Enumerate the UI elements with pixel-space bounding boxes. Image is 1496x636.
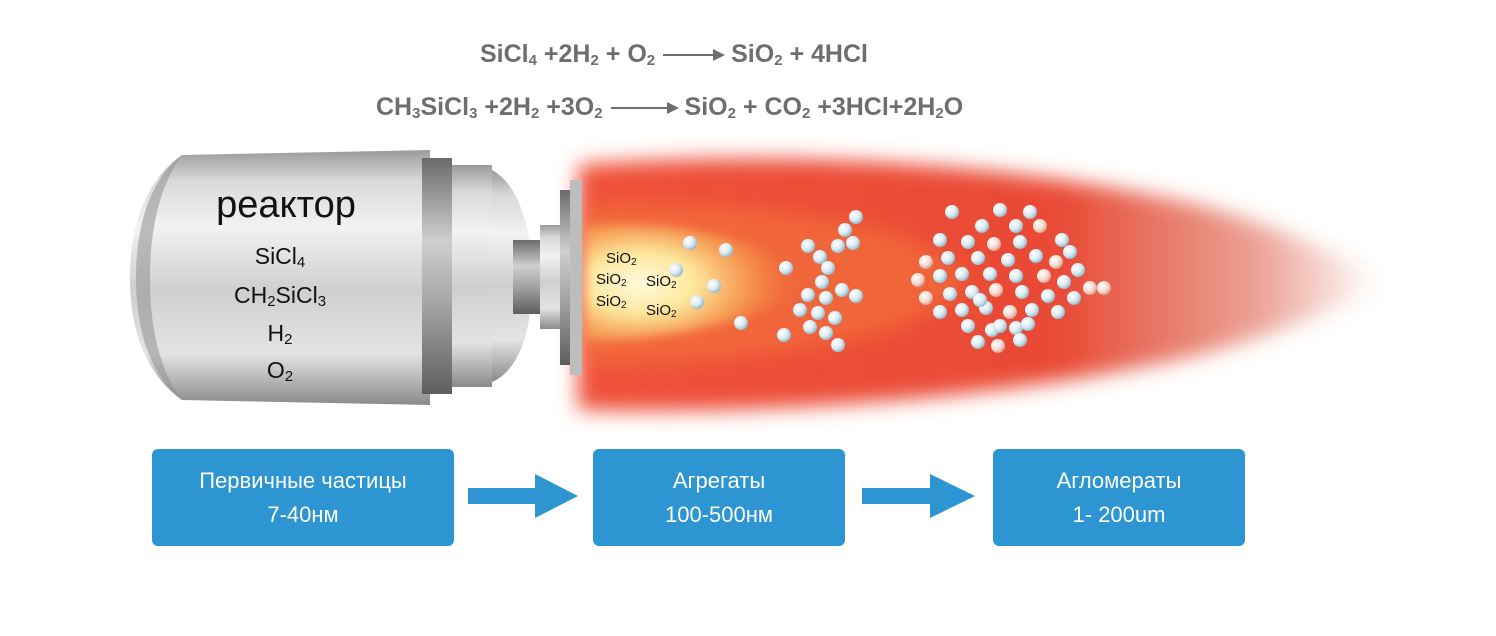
agglomerate-particle bbox=[919, 255, 933, 269]
reactor-chemical-sicl4: SiCl4 bbox=[254, 243, 306, 271]
flame bbox=[578, 158, 1380, 411]
agglomerate-particle bbox=[973, 293, 987, 307]
stage-agglomerates-size: 1- 200um bbox=[1072, 501, 1166, 527]
primary-particles bbox=[669, 236, 748, 330]
agglomerate-particle bbox=[1009, 269, 1023, 283]
reactor-chemical-h2: H2 bbox=[267, 320, 293, 348]
agglomerate-particle bbox=[941, 251, 955, 265]
flame-label-sio2: SiO2 bbox=[646, 273, 677, 291]
agglomerate-particle bbox=[1013, 333, 1027, 347]
agglomerate-particle bbox=[1067, 291, 1081, 305]
agglomerate-particle bbox=[1051, 305, 1065, 319]
aggregate-cluster bbox=[777, 210, 863, 352]
agglomerate-particle bbox=[1009, 219, 1023, 233]
agglomerate-particle bbox=[971, 251, 985, 265]
agglomerate-particle bbox=[933, 305, 947, 319]
stage-aggregates-size: 100-500нм bbox=[664, 501, 773, 527]
reaction-arrow bbox=[663, 48, 726, 61]
agglomerate-particle bbox=[1071, 263, 1085, 277]
agglomerate-particle bbox=[1021, 317, 1035, 331]
stage-primary-particles: Первичные частицы 7-40нм bbox=[152, 449, 454, 546]
agglomerate-particle bbox=[987, 237, 1001, 251]
reactor-chemical-ch2sicl3: CH2SiCl3 bbox=[233, 282, 327, 310]
agglomerate-particle bbox=[993, 319, 1007, 333]
agglomerate-particle bbox=[1049, 255, 1063, 269]
agglomerate-particle bbox=[1009, 321, 1023, 335]
agglomerate-particle bbox=[955, 303, 969, 317]
agglomerate-particle bbox=[1083, 281, 1097, 295]
agglomerate-particle bbox=[983, 267, 997, 281]
agglomerate-particle bbox=[911, 273, 925, 287]
agglomerate-particle bbox=[993, 203, 1007, 217]
stage-primary-particles-size: 7-40нм bbox=[267, 501, 339, 527]
agglomerate-particle bbox=[1001, 253, 1015, 267]
agglomerate-particle bbox=[989, 283, 1003, 297]
agglomerate-cluster bbox=[911, 203, 1111, 353]
arrow-to-aggregates bbox=[468, 474, 578, 518]
reactor-vessel bbox=[130, 150, 582, 405]
agglomerate-particle bbox=[1025, 303, 1039, 317]
agglomerate-particle bbox=[1055, 233, 1069, 247]
agglomerate-particle bbox=[1057, 275, 1071, 289]
stage-primary-particles-title: Первичные частицы bbox=[199, 467, 407, 493]
reactor-chemical-o2: O2 bbox=[266, 357, 294, 385]
flame-label-sio2: SiO2 bbox=[646, 302, 677, 320]
agglomerate-particle bbox=[1033, 219, 1047, 233]
agglomerate-particle bbox=[1003, 305, 1017, 319]
stage-aggregates-title: Агрегаты bbox=[672, 467, 766, 493]
agglomerate-particle bbox=[943, 287, 957, 301]
agglomerate-particle bbox=[1023, 205, 1037, 219]
agglomerate-particle bbox=[1013, 235, 1027, 249]
agglomerate-particle bbox=[1041, 289, 1055, 303]
stage-aggregates: Агрегаты 100-500нм bbox=[593, 449, 845, 546]
agglomerate-particle bbox=[933, 269, 947, 283]
agglomerate-particle bbox=[1029, 249, 1043, 263]
agglomerate-particle bbox=[1015, 285, 1029, 299]
flame-label-sio2: SiO2 bbox=[596, 271, 627, 289]
agglomerate-particle bbox=[1063, 245, 1077, 259]
flame-label-sio2: SiO2 bbox=[596, 293, 627, 311]
flame-label-sio2: SiO2 bbox=[606, 250, 637, 268]
stage-agglomerates: Агломераты 1- 200um bbox=[993, 449, 1245, 546]
agglomerate-particle bbox=[971, 335, 985, 349]
agglomerate-particle bbox=[955, 267, 969, 281]
agglomerate-particle bbox=[961, 235, 975, 249]
agglomerate-particle bbox=[945, 205, 959, 219]
agglomerate-particle bbox=[919, 291, 933, 305]
agglomerate-particle bbox=[975, 219, 989, 233]
stage-agglomerates-title: Агломераты bbox=[1056, 467, 1182, 493]
agglomerate-particle bbox=[1037, 269, 1051, 283]
reaction-arrow bbox=[610, 101, 679, 114]
agglomerate-particle bbox=[991, 339, 1005, 353]
agglomerate-particle bbox=[933, 233, 947, 247]
arrow-to-agglomerates bbox=[862, 474, 975, 518]
agglomerate-particle bbox=[1097, 281, 1111, 295]
reactor-title: реактор bbox=[216, 184, 356, 226]
agglomerate-particle bbox=[961, 319, 975, 333]
